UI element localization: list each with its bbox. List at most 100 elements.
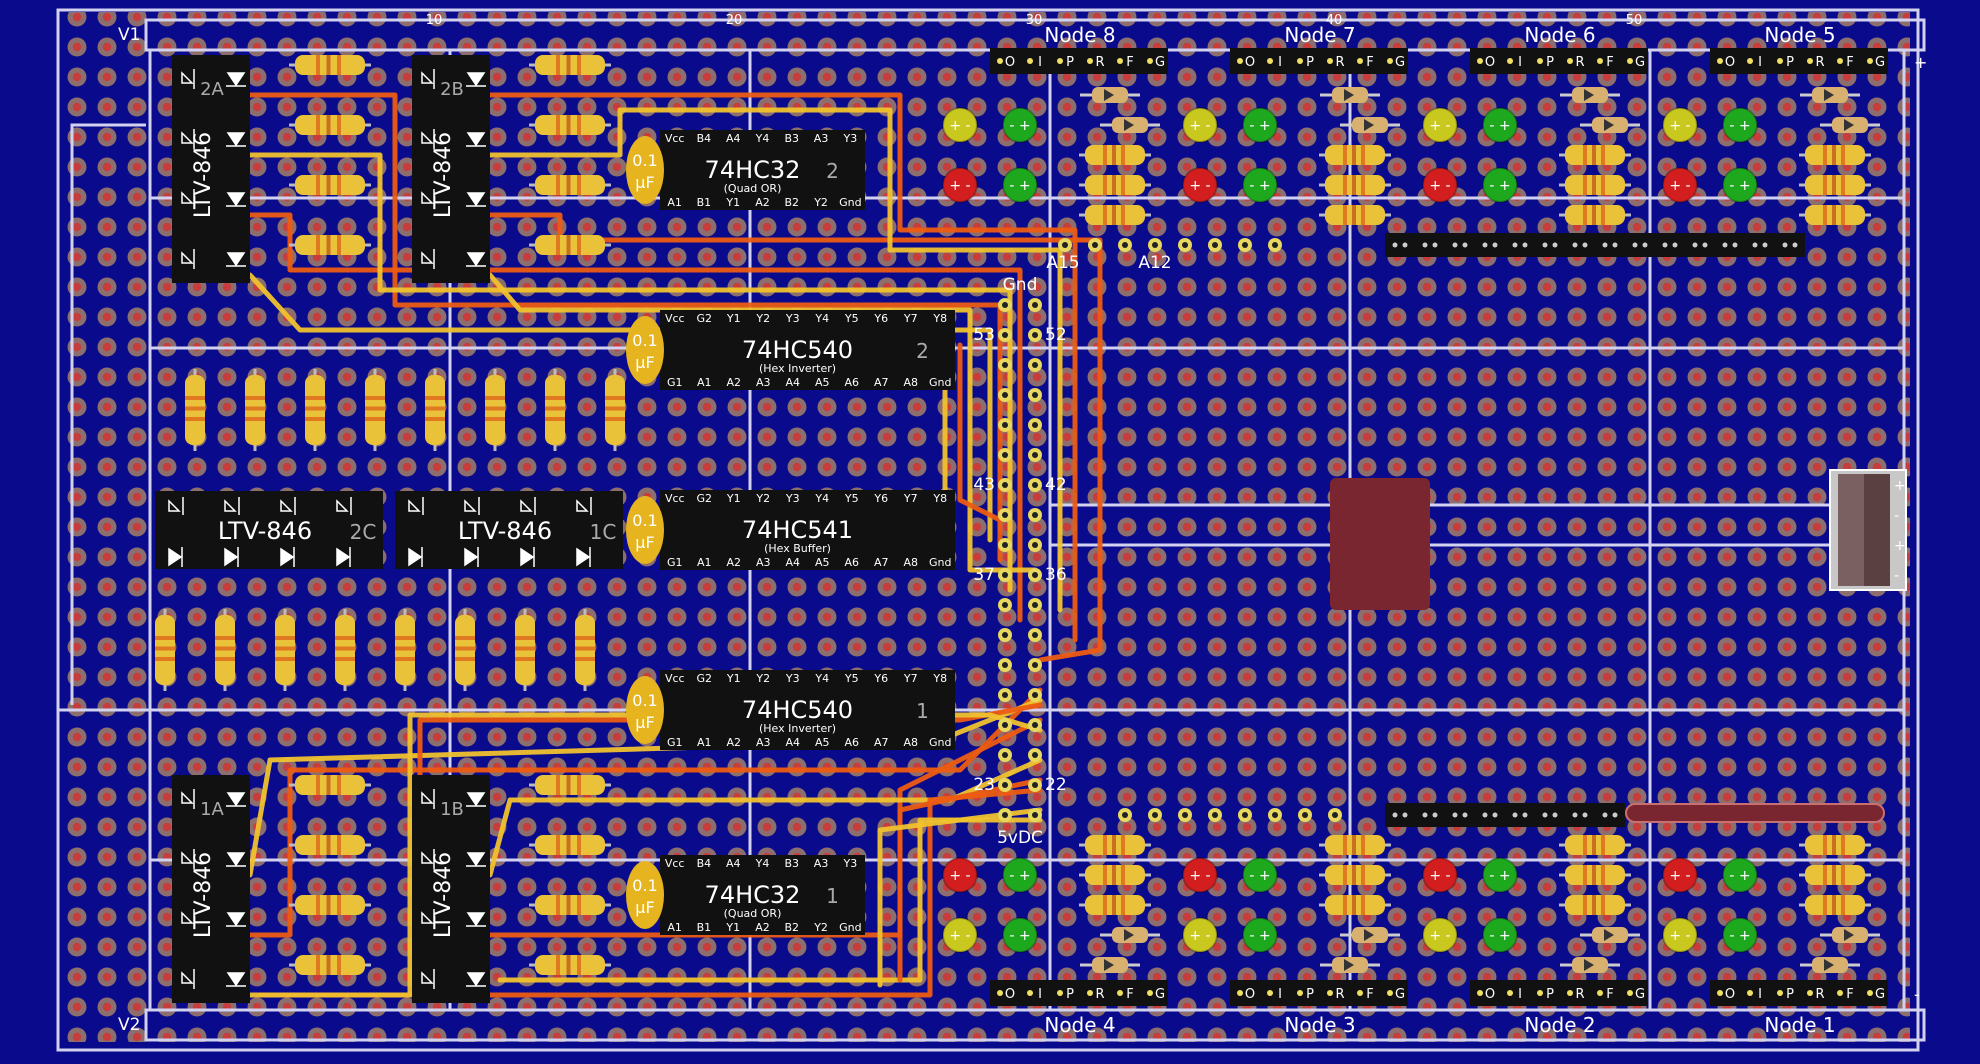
pin-label: A6 [844, 376, 859, 389]
node-pin-label: F [1126, 55, 1133, 70]
cap-value: 0.1 [632, 511, 657, 530]
transistor-icon [181, 969, 195, 989]
pin-label: A3 [756, 376, 771, 389]
led-polarity: - + [1249, 868, 1270, 884]
node-pin-label: R [1815, 55, 1824, 70]
transistor-icon [181, 189, 195, 209]
column-numbers: 10 20 30 40 50 [426, 13, 1643, 28]
wire [247, 697, 1043, 878]
pin-label: A4 [726, 857, 741, 870]
node-pin-label: F [1606, 55, 1613, 70]
pin-label: Gnd [839, 196, 861, 209]
led: + - [1422, 857, 1458, 893]
rail-label-v1: V1 [118, 25, 140, 45]
transistor-icon [421, 789, 435, 809]
chip-unit: 2 [826, 159, 839, 183]
wire-layer [237, 92, 1103, 998]
resistor [155, 609, 175, 691]
diode-icon [226, 72, 246, 87]
wire [487, 757, 1043, 878]
resistor [1319, 175, 1391, 195]
node-pin-label: F [1846, 55, 1853, 70]
pin-label: A6 [844, 556, 859, 569]
resistor [289, 955, 371, 975]
pin-label: Y3 [785, 492, 800, 505]
resistor [529, 835, 611, 855]
pin-label: A8 [903, 376, 918, 389]
header-label: 43 [973, 475, 995, 495]
node-label: Node 4 [1044, 1013, 1115, 1037]
pin-label: G1 [667, 556, 683, 569]
pin-label: A1 [697, 736, 712, 749]
led-polarity: + - [1189, 178, 1210, 194]
wire [897, 777, 1043, 983]
resistor-layer [155, 55, 1871, 975]
pin-label: Y4 [755, 857, 770, 870]
node-label: Node 3 [1284, 1013, 1355, 1037]
transistor-icon [421, 969, 435, 989]
chip-subtitle: (Hex Inverter) [759, 362, 836, 375]
chip-name: 74HC540 [742, 336, 853, 364]
node-pin-label: P [1546, 55, 1554, 70]
pin-label: Y2 [813, 196, 828, 209]
diode [1580, 927, 1640, 943]
resistor [425, 369, 445, 451]
chip-unit: 1 [916, 699, 929, 723]
led: + - [942, 857, 978, 893]
transistor-icon [421, 189, 435, 209]
transistor-icon [421, 129, 435, 149]
diode-icon [464, 547, 479, 567]
wire [487, 107, 1063, 613]
pin-label: Vcc [665, 132, 685, 145]
chip-subtitle: (Hex Inverter) [759, 722, 836, 735]
pin-label: B1 [697, 921, 712, 934]
diode-icon [226, 192, 246, 207]
node-pin-label: I [1518, 987, 1522, 1002]
opto-label: LTV-846 [191, 852, 216, 938]
diode-icon [466, 72, 486, 87]
led: - + [1482, 167, 1518, 203]
capacitor: 0.1µF [626, 676, 664, 744]
diode [1800, 87, 1860, 103]
led-polarity: - + [1249, 178, 1270, 194]
led-polarity: + - [1669, 868, 1690, 884]
resistor [1799, 145, 1871, 165]
pin-label: Y3 [785, 312, 800, 325]
resistor [289, 235, 371, 255]
diode-icon [466, 912, 486, 927]
node-pin-label: O [1005, 55, 1015, 70]
pin-label: A8 [903, 736, 918, 749]
node-pin-label: I [1278, 55, 1282, 70]
power-plus-label: + [1894, 538, 1906, 554]
resistor [289, 175, 371, 195]
cap-value: 0.1 [632, 691, 657, 710]
node-pin-label: G [1395, 55, 1405, 70]
opto-label: LTV-846 [218, 517, 312, 545]
cap-unit: µF [635, 898, 654, 917]
opto-label: LTV-846 [458, 517, 552, 545]
resistor [529, 895, 611, 915]
pin-label: Gnd [929, 736, 951, 749]
column-number: 30 [1026, 13, 1043, 28]
transistor-icon [224, 497, 240, 515]
wire [487, 92, 1078, 643]
transistor-icon [181, 69, 195, 89]
led-polarity: - + [1729, 178, 1750, 194]
opto-label: LTV-846 [431, 852, 456, 938]
diode [1340, 117, 1400, 133]
led: + - [1182, 857, 1218, 893]
transistor-icon [421, 69, 435, 89]
led: + - [942, 167, 978, 203]
diode [1560, 957, 1620, 973]
diode [1320, 87, 1380, 103]
led-polarity: - + [1249, 928, 1270, 944]
chip-unit: 2 [916, 339, 929, 363]
